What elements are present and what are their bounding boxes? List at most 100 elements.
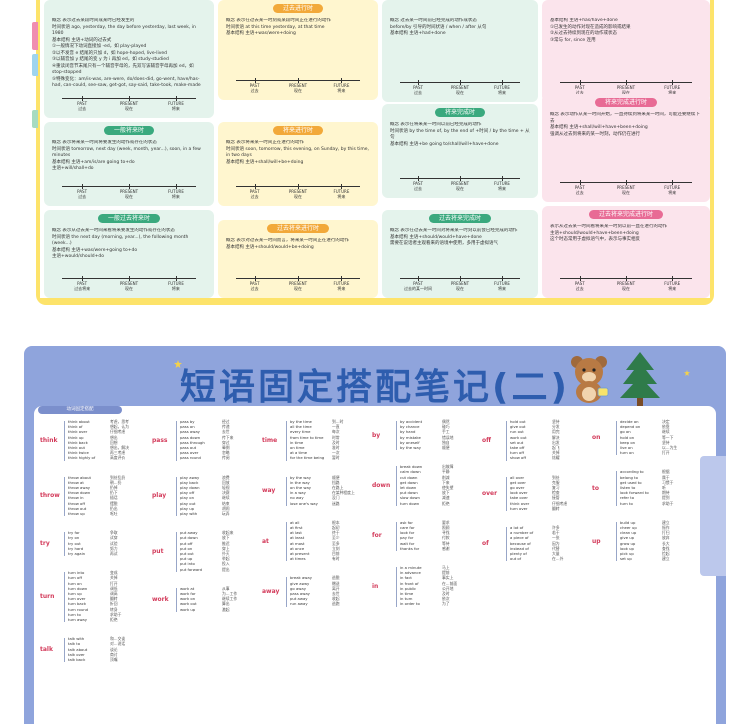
phrase-item: by accident bbox=[400, 419, 423, 424]
phrase-item: turn on bbox=[620, 450, 634, 456]
tab-green bbox=[32, 110, 38, 128]
pine-tree-icon bbox=[620, 352, 660, 407]
phrase-item: look forward to bbox=[620, 490, 649, 496]
phrase-item: put on bbox=[180, 545, 193, 551]
phrase-item: think highly of bbox=[68, 455, 96, 461]
phrase-meaning: 继续 bbox=[662, 429, 670, 435]
timeline-tick bbox=[175, 96, 177, 101]
phrase-item: in the way bbox=[290, 479, 310, 485]
phrase-item: out of bbox=[510, 556, 522, 562]
phrase-meaning: 属于 bbox=[662, 474, 670, 480]
timeline-label-cn: 现在 bbox=[455, 90, 464, 95]
tense-card-text: 表示从过去某一时间看将来某一时刻以前一直在进行的动作 主语+should/wou… bbox=[550, 224, 667, 242]
phrase-meaning: 扔掉 bbox=[110, 484, 118, 490]
timeline-label-cn: 现在 bbox=[124, 286, 133, 291]
phrase-item: talk with bbox=[68, 636, 85, 642]
phrase-meaning: 建立 bbox=[662, 519, 670, 525]
phrase-meaning: 穿过 bbox=[222, 439, 230, 445]
phrase-item: plenty of bbox=[510, 551, 527, 556]
timeline-label: PAST 过去的某一时间 bbox=[404, 281, 432, 291]
phrase-meaning: 折回 bbox=[110, 601, 118, 607]
tense-card-text: 基本结构 主语+has/have+done ①已发生的动作对现在造成的影响或结果… bbox=[550, 18, 631, 43]
timeline-tick bbox=[626, 276, 627, 281]
verb-label: time bbox=[262, 436, 278, 444]
tense-card: 将来进行时概念 表示将来某一时间正在进行的动作 时间状语 soon, tomor… bbox=[218, 122, 378, 206]
phrase-item: turn off bbox=[510, 450, 524, 456]
phrase-item: break away bbox=[290, 575, 312, 581]
phrase-item: pass round bbox=[180, 455, 201, 461]
phrase-item: pass over bbox=[180, 450, 199, 456]
phrase-meaning: 起飞 bbox=[552, 445, 560, 450]
phrase-meaning: 马上 bbox=[442, 565, 450, 570]
phrase-item: put out bbox=[180, 550, 194, 556]
phrase-meaning: 根本 bbox=[332, 519, 340, 525]
phrase-item: play back bbox=[180, 479, 199, 485]
phrase-item: because of bbox=[510, 540, 531, 546]
phrase-item: think back bbox=[68, 439, 88, 445]
phrase-meaning: 坚持 bbox=[662, 439, 670, 445]
timeline-tick bbox=[129, 276, 130, 281]
phrase-meaning: 去世 bbox=[332, 590, 340, 596]
tense-card: 一般将来时概念 表示将来某一时间将要发生的动作或存在的状态 时间状语 tomor… bbox=[44, 122, 214, 206]
timeline-label: PRESENT 现在 bbox=[450, 281, 470, 291]
timeline-label-cn: 将来 bbox=[668, 190, 677, 195]
phrase-meaning: 再试 bbox=[110, 550, 118, 556]
phrase-meaning: 到处 bbox=[552, 474, 560, 480]
phrase-meaning: 转身 bbox=[110, 606, 118, 612]
phrase-item: decide on bbox=[620, 419, 639, 424]
timeline-label-cn: 现在 bbox=[293, 194, 302, 199]
branch-line bbox=[506, 421, 507, 461]
phrase-item: in fact bbox=[400, 575, 412, 581]
phrase-meaning: 晕倒 bbox=[222, 445, 230, 450]
timeline-label-cn: 现在 bbox=[124, 194, 133, 199]
phrase-item: at first bbox=[290, 524, 303, 530]
phrase-meaning: 习惯于 bbox=[662, 479, 674, 485]
phrase-item: by the way bbox=[290, 474, 311, 480]
verb-label: way bbox=[262, 487, 276, 495]
timeline-label: PRESENT 现在 bbox=[288, 281, 308, 291]
phrase-item: play away bbox=[180, 474, 200, 480]
timeline-label-cn: 将来 bbox=[498, 286, 506, 291]
phrase-item: pass by bbox=[180, 419, 195, 424]
phrase-item: throw in bbox=[68, 495, 84, 501]
phrase-meaning: 克服 bbox=[552, 479, 560, 485]
phrase-meaning: 至多 bbox=[332, 540, 340, 546]
phrase-item: get over bbox=[510, 479, 526, 485]
phrase-meaning: 准时 bbox=[332, 445, 340, 450]
phrase-meaning: 付款 bbox=[442, 535, 450, 541]
timeline-label: FUTURE 将来 bbox=[167, 281, 184, 291]
timeline-label-cn: 过去将来 bbox=[74, 286, 91, 291]
phrase-meaning: 出发 bbox=[552, 439, 560, 445]
branch-line bbox=[506, 527, 507, 562]
phrase-meaning: 关掉 bbox=[110, 575, 118, 581]
branch-line bbox=[286, 476, 287, 506]
phrase-item: live on bbox=[620, 445, 633, 450]
phrase-item: try for bbox=[68, 530, 80, 536]
phrase-item: give out bbox=[510, 424, 526, 430]
branch-line bbox=[396, 421, 397, 451]
verb-label: off bbox=[482, 436, 491, 444]
phrase-item: at once bbox=[290, 545, 305, 551]
verb-label: pass bbox=[152, 436, 168, 444]
verb-label: play bbox=[152, 492, 167, 500]
phrase-item: slow down bbox=[400, 495, 420, 501]
phrase-item: pick up bbox=[620, 550, 634, 556]
tense-card: 概念 表示过去某段时间或某时已经发生的 时间状语 ago, yesterday,… bbox=[44, 0, 214, 118]
phrase-item: put down bbox=[400, 490, 418, 496]
tense-card-title: 一般过去将来时 bbox=[97, 214, 161, 223]
phrase-meaning: 仔细考虑 bbox=[552, 500, 568, 506]
phrase-meaning: 感谢 bbox=[442, 545, 450, 551]
phrase-item: in turn bbox=[400, 596, 413, 602]
phrase-meaning: 用完 bbox=[552, 429, 560, 435]
timeline-label: PAST 过去 bbox=[413, 181, 423, 191]
phrase-meaning: 翻转 bbox=[110, 596, 118, 602]
phrase-item: go over bbox=[510, 484, 525, 490]
timeline-label-cn: 将来 bbox=[337, 286, 346, 291]
timeline-label-cn: 过去 bbox=[575, 286, 584, 291]
phrase-item: clean up bbox=[620, 530, 637, 536]
timeline-tick bbox=[672, 80, 674, 85]
